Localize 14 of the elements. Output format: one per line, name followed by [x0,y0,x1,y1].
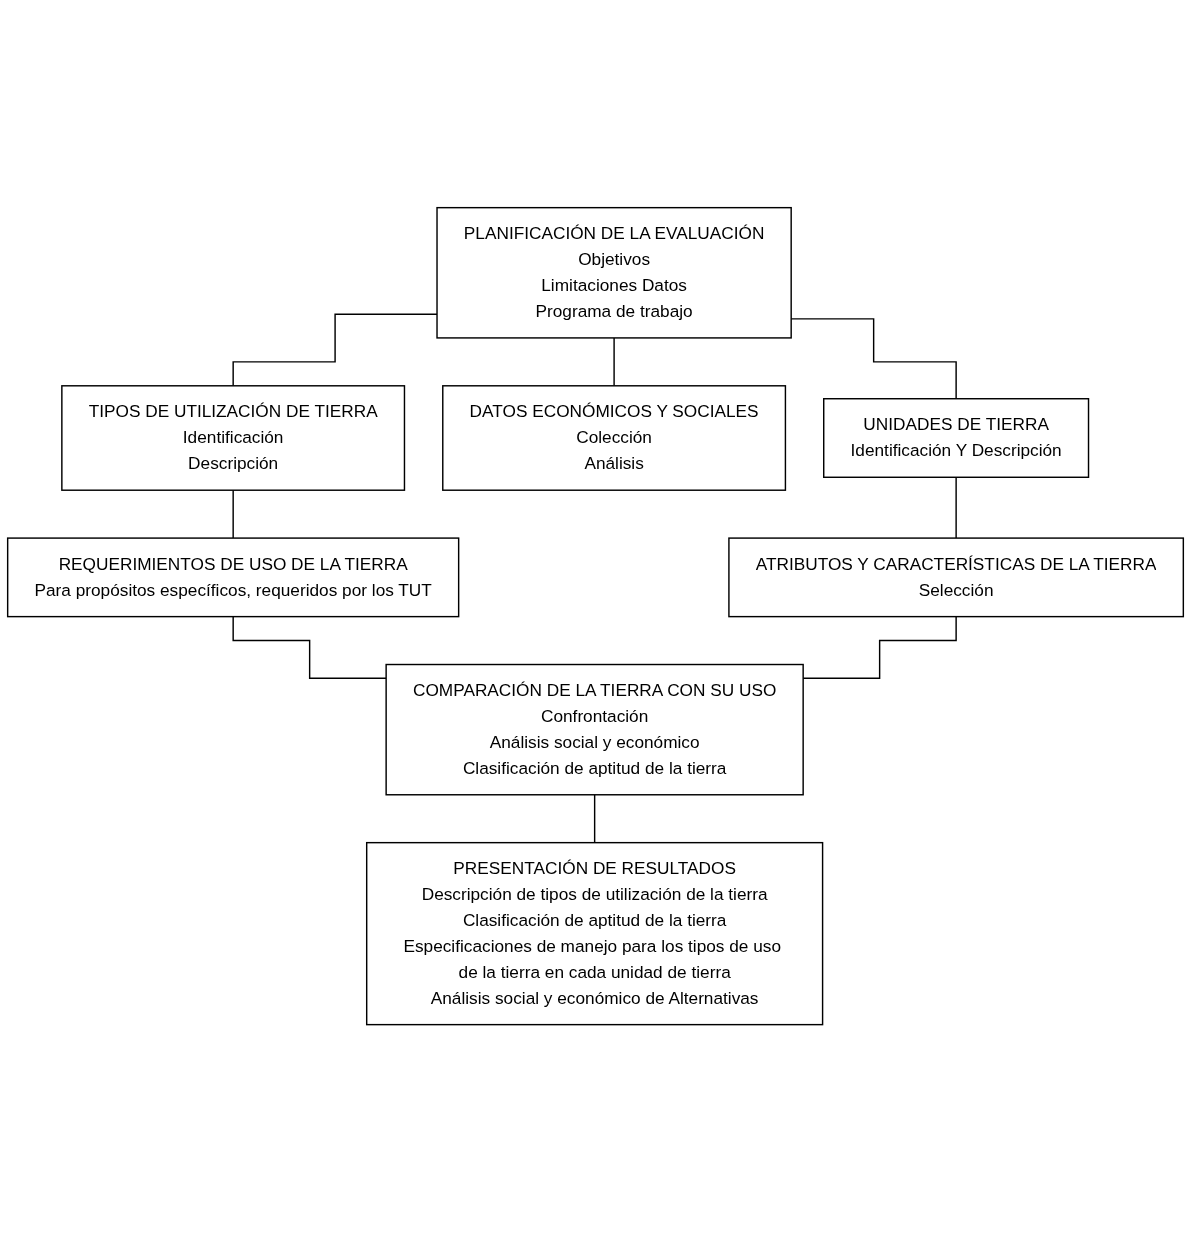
node-box: PRESENTACIÓN DE RESULTADOS Descripción de tipos de utilización de la tierra Clasificación de aptitud de la tierra Especificaciones de manejo para los tipos de uso de la tierra en cada unidad de tierra Análisis social y económico de Alternativas [365,842,824,1026]
node-box: COMPARACIÓN DE LA TIERRA CON SU USO Confrontación Análisis social y económico Clasificación de aptitud de la tierra [385,664,804,796]
connector [232,489,234,540]
connector [613,337,615,387]
node-box: ATRIBUTOS Y CARACTERÍSTICAS DE LA TIERRA Selección [728,537,1185,618]
node-box: TIPOS DE UTILIZACIÓN DE TIERRA Identificación Descripción [61,385,406,492]
connector [232,313,438,387]
connector [232,616,387,680]
node-box: REQUERIMIENTOS DE USO DE LA TIERRA Para propósitos específicos, requeridos por los TUT [6,537,460,618]
connector [593,794,596,844]
connector [955,476,957,540]
node-box: UNIDADES DE TIERRA Identificación Y Descripción [823,398,1090,479]
node-box: DATOS ECONÓMICOS Y SOCIALES Colección Análisis [442,385,787,492]
node-box: PLANIFICACIÓN DE LA EVALUACIÓN Objetivos Limitaciones Datos Programa de trabajo [436,207,792,339]
